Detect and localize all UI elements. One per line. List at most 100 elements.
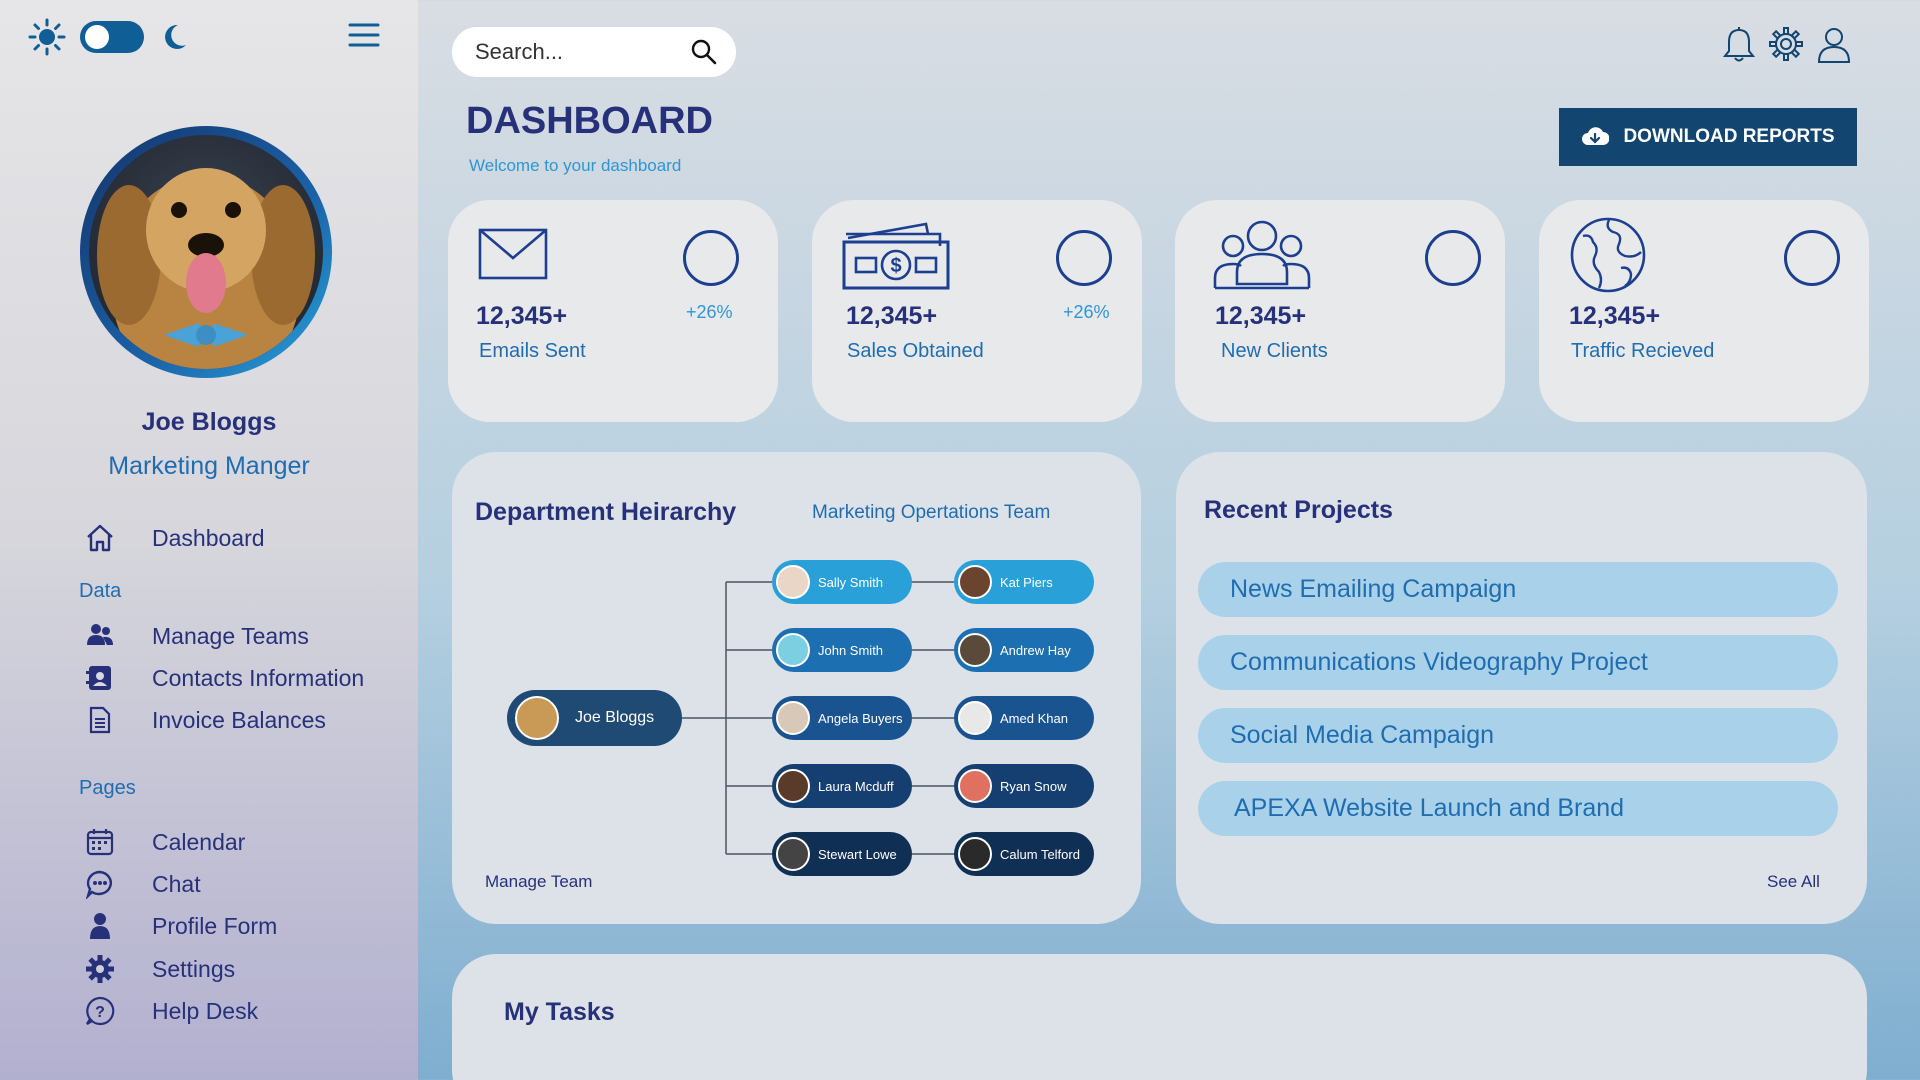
sidebar-item-invoices[interactable]: Invoice Balances (84, 704, 326, 736)
avatar (776, 837, 810, 871)
project-item[interactable]: APEXA Website Launch and Brand (1198, 781, 1838, 836)
search-bar (452, 27, 736, 77)
stat-card-traffic[interactable]: 12,345+ Traffic Recieved (1539, 200, 1869, 422)
sidebar-item-label: Dashboard (152, 524, 265, 551)
org-node[interactable]: Sally Smith (772, 560, 912, 604)
calendar-icon (84, 826, 116, 858)
avatar (958, 837, 992, 871)
org-connector-lines (682, 581, 954, 855)
sidebar-item-label: Calendar (152, 828, 246, 855)
org-node-name: Sally Smith (818, 574, 884, 590)
download-reports-label: DOWNLOAD REPORTS (1623, 126, 1835, 147)
user-icon[interactable] (1816, 26, 1852, 64)
stat-label: Traffic Recieved (1571, 340, 1715, 362)
sidebar-item-manage-teams[interactable]: Manage Teams (84, 620, 309, 652)
org-node[interactable]: Laura Mcduff (772, 764, 912, 808)
sidebar-item-chat[interactable]: Chat (84, 868, 201, 900)
org-node-name: Andrew Hay (1000, 642, 1071, 658)
sun-icon[interactable] (28, 18, 66, 56)
tasks-title: My Tasks (504, 998, 615, 1026)
org-node[interactable]: Stewart Lowe (772, 832, 912, 876)
page-title: DASHBOARD (466, 100, 713, 142)
team-icon (84, 620, 116, 652)
stat-label: New Clients (1221, 340, 1328, 362)
org-node-name: Kat Piers (1000, 574, 1053, 590)
avatar (958, 701, 992, 735)
gear-icon (84, 953, 116, 985)
org-node[interactable]: Kat Piers (954, 560, 1094, 604)
projects-title: Recent Projects (1204, 496, 1393, 524)
org-node-name: Angela Buyers (818, 710, 903, 726)
sidebar-item-contacts[interactable]: Contacts Information (84, 662, 364, 694)
avatar (958, 769, 992, 803)
download-reports-button[interactable]: DOWNLOAD REPORTS (1559, 108, 1857, 166)
project-item[interactable]: News Emailing Campaign (1198, 562, 1838, 617)
gear-icon[interactable] (1768, 26, 1804, 62)
sidebar-item-label: Invoice Balances (152, 706, 326, 733)
sidebar-item-settings[interactable]: Settings (84, 953, 235, 985)
project-item[interactable]: Communications Videography Project (1198, 635, 1838, 690)
sidebar: Joe Bloggs Marketing Manger Dashboard Da… (0, 0, 418, 1080)
org-node-name: Ryan Snow (1000, 778, 1067, 794)
stat-label: Emails Sent (479, 340, 586, 362)
users-icon (1213, 220, 1311, 290)
org-node[interactable]: Angela Buyers (772, 696, 912, 740)
avatar (515, 696, 559, 740)
sidebar-item-label: Chat (152, 870, 201, 897)
avatar (776, 565, 810, 599)
org-node-name: Laura Mcduff (818, 778, 894, 794)
search-icon[interactable] (690, 38, 718, 66)
envelope-icon (478, 228, 548, 280)
contact-card-icon (84, 662, 116, 694)
sidebar-item-label: Help Desk (152, 997, 259, 1024)
sidebar-item-dashboard[interactable]: Dashboard (84, 522, 265, 554)
search-input[interactable] (475, 39, 690, 65)
nav-section-pages: Pages (79, 777, 136, 799)
profile-avatar[interactable] (80, 126, 332, 378)
page-subtitle: Welcome to your dashboard (469, 156, 682, 175)
stat-value: 12,345+ (1569, 302, 1661, 330)
moon-icon[interactable] (158, 21, 190, 53)
avatar (958, 633, 992, 667)
stat-card-sales[interactable]: $ +26% 12,345+ Sales Obtained (812, 200, 1142, 422)
project-item[interactable]: Social Media Campaign (1198, 708, 1838, 763)
org-node[interactable]: Calum Telford (954, 832, 1094, 876)
avatar (776, 701, 810, 735)
org-node[interactable]: Andrew Hay (954, 628, 1094, 672)
org-node-root[interactable]: Joe Bloggs (507, 690, 682, 746)
progress-ring (1784, 230, 1840, 286)
bell-icon[interactable] (1722, 26, 1756, 64)
manage-team-link[interactable]: Manage Team (485, 872, 593, 891)
my-tasks-panel: My Tasks (452, 954, 1867, 1080)
hierarchy-title: Department Heirarchy (475, 498, 737, 526)
department-hierarchy-panel: Department Heirarchy Marketing Opertatio… (452, 452, 1141, 924)
org-node-name: Joe Bloggs (575, 709, 655, 726)
theme-toggle[interactable] (80, 21, 144, 53)
svg-text:?: ? (95, 1004, 105, 1021)
progress-ring (683, 230, 739, 286)
org-node-name: Calum Telford (1000, 846, 1080, 862)
sidebar-item-label: Profile Form (152, 912, 278, 939)
stat-value: 12,345+ (476, 302, 568, 330)
sidebar-item-label: Manage Teams (152, 622, 309, 649)
see-all-link[interactable]: See All (1767, 872, 1820, 891)
team-name: Marketing Opertations Team (812, 502, 1051, 523)
org-node-name: John Smith (818, 642, 884, 658)
progress-ring (1056, 230, 1112, 286)
avatar (776, 633, 810, 667)
dog-photo (89, 135, 323, 369)
progress-ring (1425, 230, 1481, 286)
org-node[interactable]: Amed Khan (954, 696, 1094, 740)
stat-card-clients[interactable]: 12,345+ New Clients (1175, 200, 1505, 422)
sidebar-item-calendar[interactable]: Calendar (84, 826, 245, 858)
cloud-download-icon (1582, 127, 1610, 145)
stat-card-emails[interactable]: +26% 12,345+ Emails Sent (448, 200, 778, 422)
stat-value: 12,345+ (1215, 302, 1307, 330)
sidebar-item-help-desk[interactable]: ? Help Desk (84, 995, 258, 1027)
org-node[interactable]: Ryan Snow (954, 764, 1094, 808)
sidebar-item-profile-form[interactable]: Profile Form (84, 910, 277, 942)
org-node[interactable]: John Smith (772, 628, 912, 672)
top-icons (1722, 26, 1852, 64)
menu-icon[interactable] (348, 22, 380, 48)
globe-icon (1570, 217, 1646, 293)
